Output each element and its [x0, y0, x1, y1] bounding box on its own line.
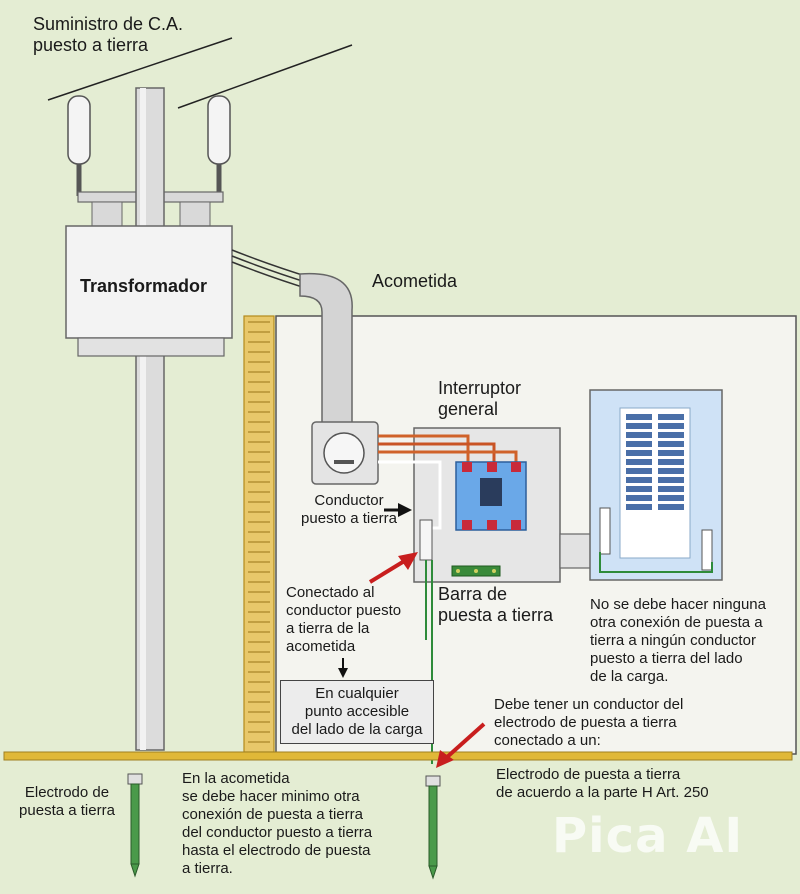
electrode-rod-left: [127, 773, 143, 878]
panel-branch-breaker: [658, 432, 684, 438]
panel-branch-breaker: [658, 486, 684, 492]
phase-wires: [378, 434, 518, 464]
meter-base: [311, 421, 379, 485]
supply-label: Suministro de C.A. puesto a tierra: [33, 14, 184, 55]
panel-branch-breaker: [658, 423, 684, 429]
panel-branch-breaker: [626, 477, 652, 483]
ground-surface: [3, 751, 793, 761]
main-breaker: [455, 461, 527, 531]
panel-branch-breaker: [658, 414, 684, 420]
any-point-box: En cualquier punto accesible del lado de…: [280, 680, 434, 744]
panel-branch-breaker: [658, 468, 684, 474]
enclosure-nipple: [559, 533, 595, 569]
panel-branch-breaker: [626, 423, 652, 429]
arrow-to-breaker: [384, 503, 412, 517]
service-min-note: En la acometida se debe hacer minimo otr…: [182, 770, 373, 877]
panel-branch-breaker: [626, 486, 652, 492]
insulator-left: [67, 95, 91, 196]
connected-label: Conectado al conductor puesto a tierra d…: [286, 584, 402, 655]
grounded-conductor-wire: [378, 460, 442, 530]
main-breaker-label: Interruptor general: [438, 378, 522, 419]
arrow-to-neutral: [368, 552, 418, 584]
brick-strip: [243, 315, 275, 753]
arrow-to-electrode: [436, 722, 486, 768]
main-breaker-enclosure: [413, 427, 561, 583]
electrode-right-label: Electrodo de puesta a tierra de acuerdo …: [496, 766, 709, 801]
insulator-right: [207, 95, 231, 196]
electrode-left-label: Electrodo de puesta a tierra: [19, 784, 115, 819]
panel-branch-breaker: [626, 459, 652, 465]
panel-branch-breaker: [658, 477, 684, 483]
panel-branch-breaker: [626, 450, 652, 456]
load-panel: [589, 389, 723, 581]
service-drop-label: Acometida: [372, 271, 458, 291]
no-connection-note: No se debe hacer ninguna otra conexión d…: [590, 596, 766, 685]
panel-branch-breaker: [626, 468, 652, 474]
panel-branch-breaker: [658, 504, 684, 510]
electrode-rod-right: [425, 775, 441, 880]
panel-branch-breaker: [626, 414, 652, 420]
panel-branch-breaker: [626, 504, 652, 510]
ground-bar-label: Barra de puesta a tierra: [438, 584, 554, 625]
panel-branch-breaker: [626, 495, 652, 501]
supply-lines: [47, 37, 353, 109]
panel-branch-breaker: [658, 459, 684, 465]
panel-branch-breaker: [626, 432, 652, 438]
panel-branch-breaker: [658, 450, 684, 456]
transformer-label: Transformador: [80, 276, 208, 296]
panel-branch-breaker: [626, 441, 652, 447]
ground-bar: [451, 565, 501, 577]
transformer-box: [65, 225, 233, 357]
must-have-note: Debe tener un conductor del electrodo de…: [494, 696, 684, 749]
arrow-down: [338, 658, 348, 678]
panel-branch-breaker: [658, 495, 684, 501]
panel-branch-breaker: [658, 441, 684, 447]
watermark-logo: Pica AI: [552, 808, 744, 864]
grounded-conductor-label: Conductor puesto a tierra: [301, 492, 397, 527]
neutral-bus: [419, 519, 433, 561]
